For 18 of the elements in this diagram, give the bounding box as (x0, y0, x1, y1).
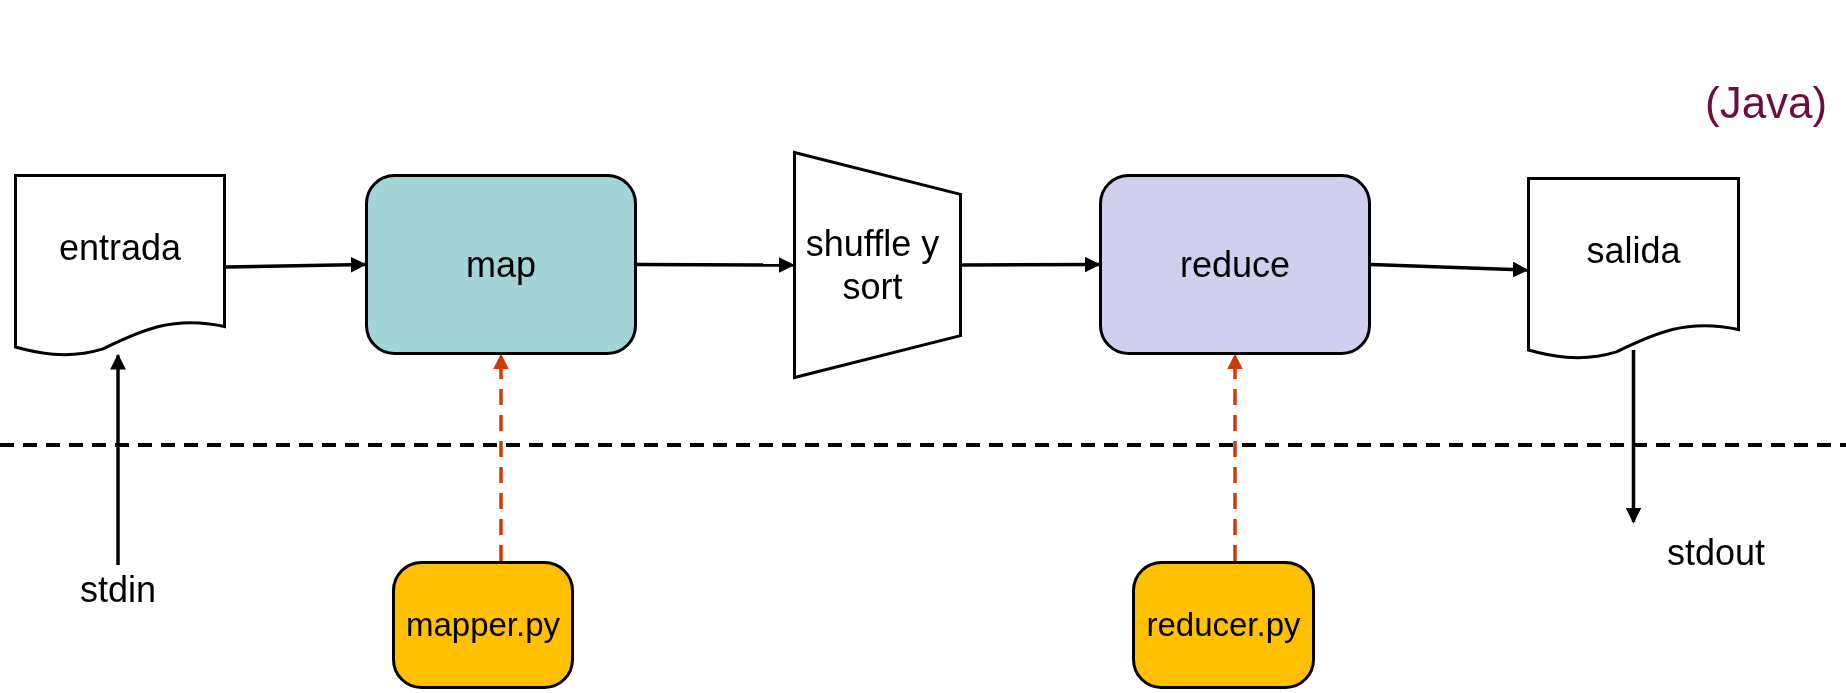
node-label: reduce (1178, 242, 1292, 287)
node-label: shuffle y sort (804, 221, 941, 309)
node-label: reducer.py (1145, 605, 1302, 645)
arrow (110, 353, 126, 565)
arrow (962, 256, 1101, 273)
arrow (1370, 261, 1529, 278)
node-label: mapper.py (404, 605, 562, 645)
dashed-arrow (1227, 353, 1243, 561)
arrow (225, 256, 367, 273)
node-label: salida (1585, 229, 1682, 273)
dashed-arrow (493, 353, 509, 561)
node-label: stdout (1665, 531, 1767, 575)
arrow (637, 257, 795, 273)
node-label: entrada (57, 226, 183, 270)
node-label: stdin (78, 568, 157, 612)
node-label: map (465, 242, 537, 287)
arrow (1625, 350, 1642, 524)
note-label: (Java) (1705, 78, 1828, 128)
